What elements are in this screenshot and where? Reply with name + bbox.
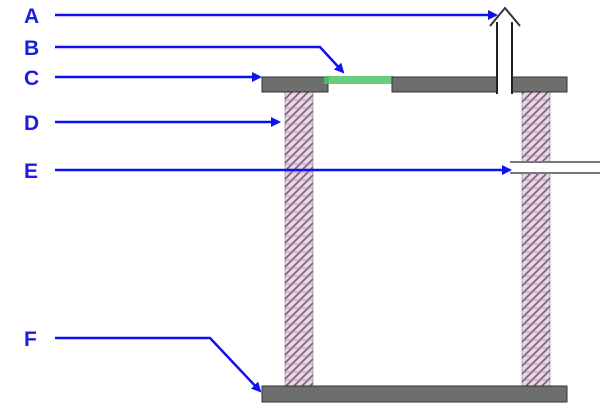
vent-pipe [489, 6, 521, 94]
top-slab-right-end [511, 76, 568, 93]
left-brick-wall [284, 91, 314, 389]
top-slab-left [261, 76, 329, 93]
label-f: F [24, 328, 37, 351]
top-slab-right [391, 76, 498, 93]
inlet-pipe [510, 161, 600, 174]
manhole-cover [324, 76, 394, 84]
label-e: E [24, 160, 38, 183]
label-c: C [24, 67, 39, 90]
right-brick-wall [521, 91, 551, 389]
arrow-f [55, 336, 262, 393]
arrow-b [55, 45, 345, 74]
label-a: A [24, 5, 39, 28]
label-d: D [24, 112, 39, 135]
label-b: B [24, 37, 39, 60]
bottom-slab [261, 385, 568, 403]
